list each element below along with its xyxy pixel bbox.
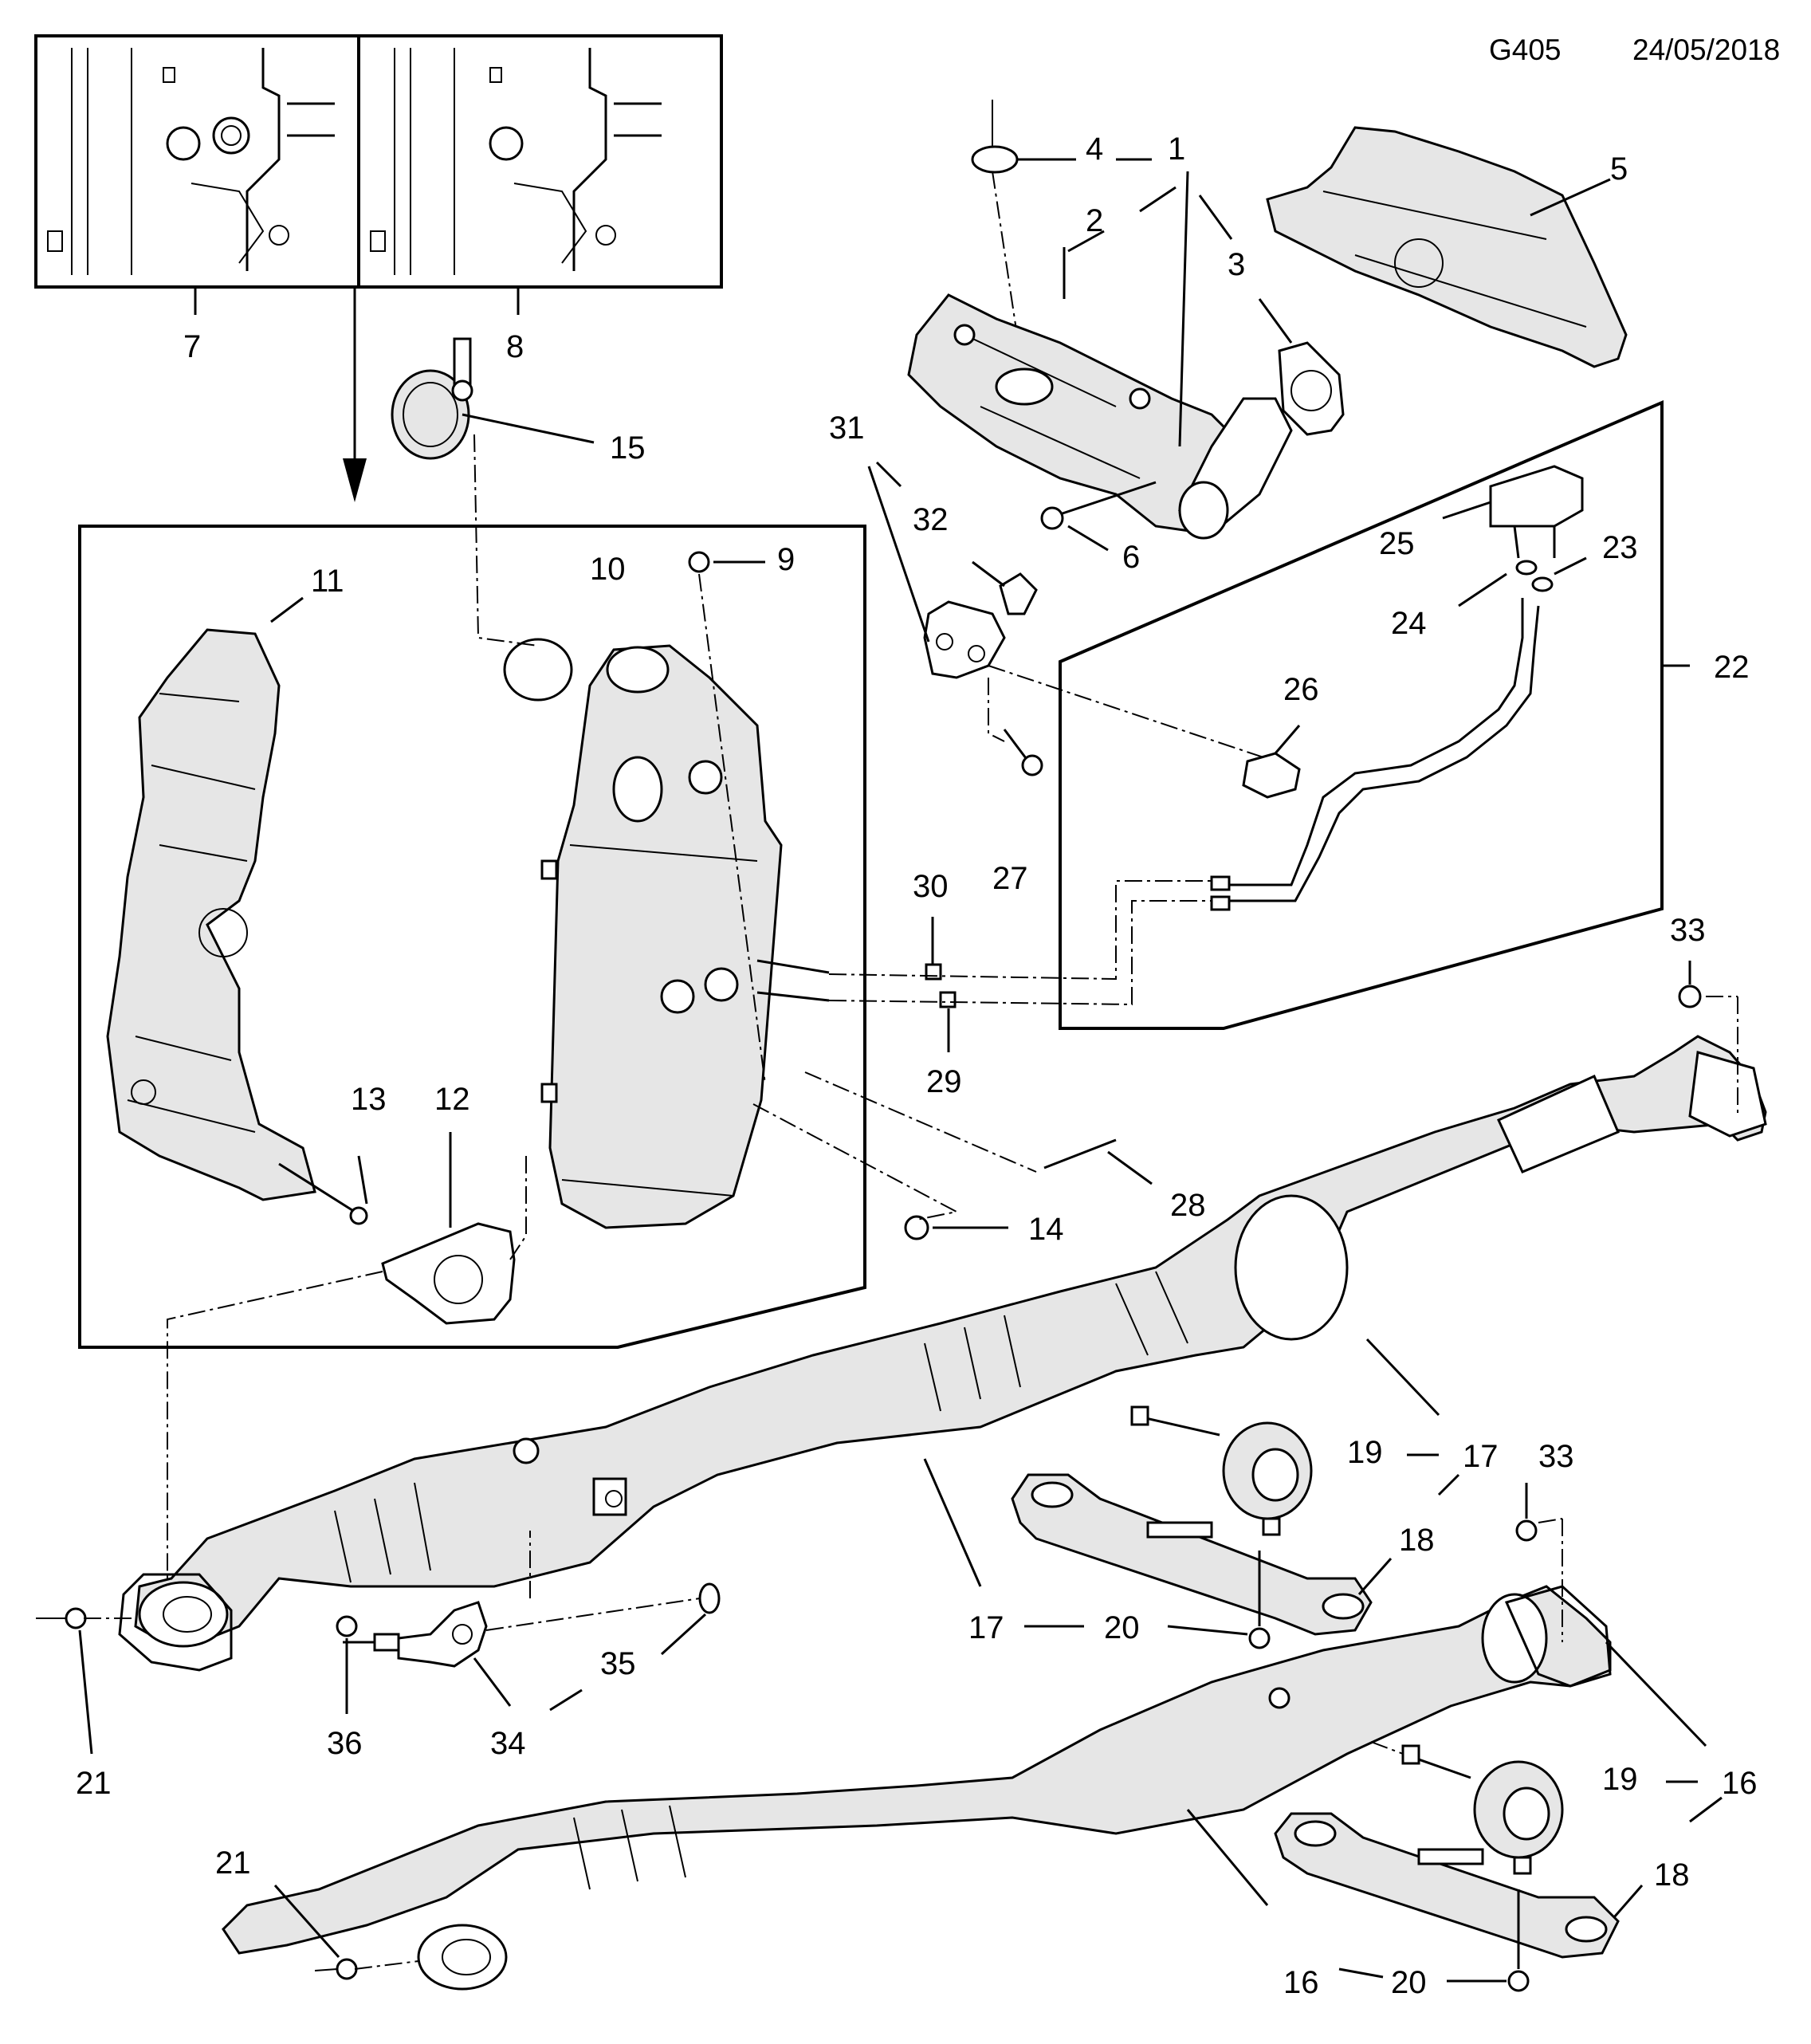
callout-19-upper: 19: [1347, 1435, 1383, 1470]
bolt-27: [1003, 729, 1030, 762]
callout-13: 13: [351, 1082, 387, 1117]
callout-16-right: 16: [1722, 1766, 1758, 1801]
bracket-18-upper: [1011, 1473, 1373, 1636]
callout-18-upper: 18: [1399, 1523, 1435, 1558]
diagram-date: 24/05/2018: [1632, 33, 1780, 66]
callout-18-lower: 18: [1654, 1857, 1690, 1893]
callout-22: 22: [1714, 650, 1750, 685]
nut-20-upper: [1248, 1627, 1271, 1649]
callout-19-lower: 19: [1602, 1762, 1638, 1797]
bolt-6: [1059, 481, 1157, 516]
gasket-ring-4: [971, 145, 1019, 174]
callout-16-bottom: 16: [1283, 1965, 1319, 2000]
callout-6: 6: [1122, 540, 1140, 575]
pressure-pipe: [1220, 598, 1524, 886]
heat-shield-5: [1266, 126, 1628, 368]
callout-15: 15: [610, 430, 646, 466]
callout-33-upper: 33: [1670, 913, 1706, 948]
inset-panels-7-8: [34, 34, 723, 502]
callout-8: 8: [506, 329, 524, 364]
callout-2: 2: [1086, 203, 1103, 238]
nut-20-lower: [1507, 1970, 1530, 1992]
callout-1: 1: [1168, 132, 1185, 167]
callout-36: 36: [327, 1726, 363, 1761]
callout-21-upper: 21: [76, 1766, 112, 1801]
nut-14: [904, 1215, 929, 1240]
mid-exhaust-pipe-17: [118, 1035, 1767, 1672]
hose-clamp-24: [1515, 560, 1538, 576]
callout-21-lower: 21: [215, 1845, 251, 1881]
callout-10: 10: [590, 552, 626, 587]
callout-23: 23: [1602, 530, 1638, 565]
callout-11: 11: [311, 564, 344, 599]
sensor-34: [343, 1601, 488, 1668]
cap-32: [999, 572, 1038, 615]
callout-34: 34: [490, 1726, 526, 1761]
rubber-mount-19-lower: [1401, 1744, 1564, 1875]
callout-12: 12: [434, 1082, 470, 1117]
callout-26: 26: [1283, 672, 1319, 707]
washer-21-lower: [336, 1958, 358, 1980]
seal-ring-10: [503, 638, 573, 702]
callout-17-left: 17: [968, 1610, 1004, 1645]
callout-27: 27: [992, 861, 1028, 896]
callout-4: 4: [1086, 132, 1103, 167]
clip-26: [1242, 752, 1301, 799]
callout-9: 9: [777, 542, 795, 577]
nut-9: [688, 551, 710, 573]
hose-clamp-23: [1531, 576, 1554, 592]
clamp-29: [939, 991, 957, 1008]
callout-14: 14: [1028, 1212, 1064, 1247]
gasket-35: [698, 1582, 721, 1614]
clamp-30: [925, 963, 942, 981]
callout-7: 7: [183, 329, 201, 364]
callout-29: 29: [926, 1064, 962, 1099]
gasket-12: [381, 1222, 516, 1325]
callout-30: 30: [913, 869, 949, 904]
rubber-mount-19-upper: [1130, 1405, 1313, 1536]
callout-24: 24: [1391, 606, 1427, 641]
stud-28: [1043, 1138, 1117, 1169]
nut-33-lower: [1515, 1519, 1538, 1542]
sensor-15: [391, 337, 473, 460]
nut-36: [336, 1615, 358, 1637]
heat-shield-11: [106, 628, 316, 1201]
callout-20-upper: 20: [1104, 1610, 1140, 1645]
nut-33-upper: [1678, 985, 1702, 1008]
callout-17-right: 17: [1463, 1439, 1499, 1474]
bolt-13: [278, 1162, 356, 1213]
bracket-18-lower: [1274, 1812, 1620, 1959]
inset-7-drawing: [47, 48, 335, 275]
washer-21-upper: [65, 1607, 87, 1629]
callout-5: 5: [1610, 151, 1628, 187]
sensor-group-frame: [1059, 399, 1664, 1030]
callout-3: 3: [1228, 247, 1245, 282]
diagram-code: G405: [1489, 33, 1562, 66]
callout-31: 31: [829, 411, 865, 446]
inset-8-drawing: [370, 48, 662, 275]
callout-33-lower: 33: [1538, 1439, 1574, 1474]
egr-manifold: [907, 293, 1293, 540]
pressure-sensor-25: [1489, 465, 1584, 528]
callout-25: 25: [1379, 526, 1415, 561]
catalyst-frame: [78, 525, 866, 1349]
callout-35: 35: [600, 1646, 636, 1681]
callout-28: 28: [1170, 1188, 1206, 1223]
callout-32: 32: [913, 502, 949, 537]
gasket-3: [1278, 341, 1345, 436]
callout-20-lower: 20: [1391, 1965, 1427, 2000]
catalytic-converter: [540, 644, 830, 1229]
